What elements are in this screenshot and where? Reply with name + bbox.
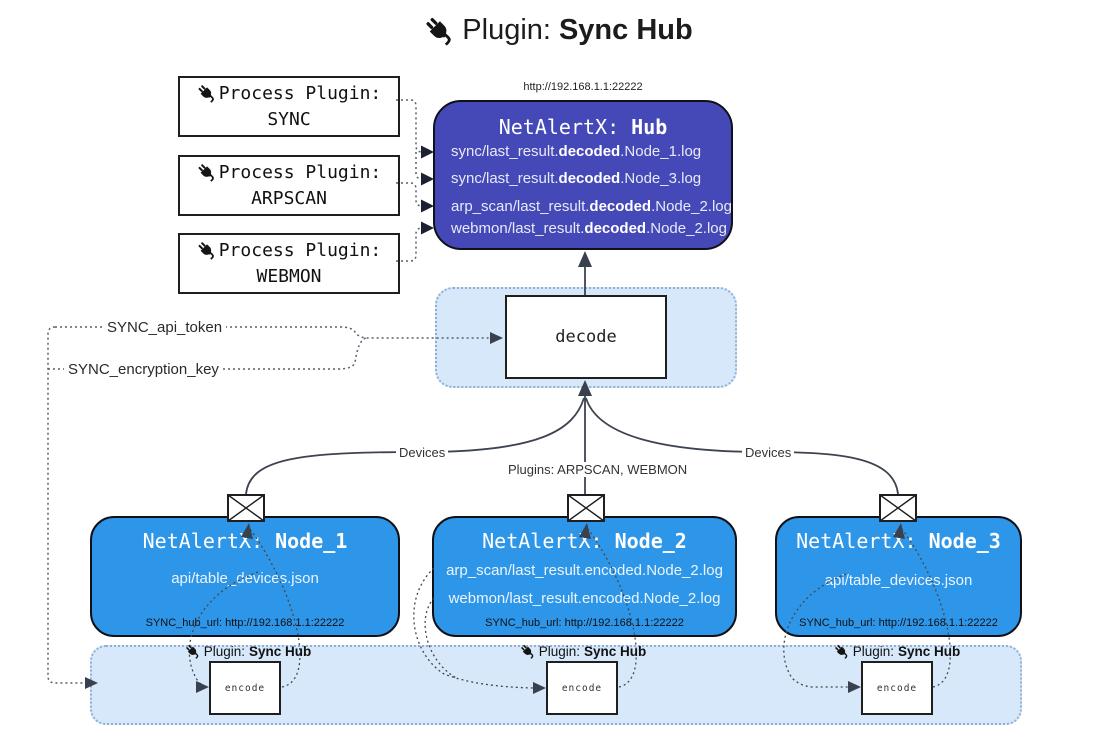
encode-label-bold: Sync Hub [584, 644, 647, 659]
node-hub-url: SYNC_hub_url: http://192.168.1.1:22222 [145, 617, 345, 629]
encode-label-bold: Sync Hub [898, 644, 961, 659]
file-pre: sync/last_result. [451, 170, 559, 187]
page-title: Plugin: Sync Hub [0, 14, 1117, 47]
node-1-box: NetAlertX: Node_1 api/table_devices.json… [90, 516, 400, 637]
page-title-bold: Sync Hub [558, 14, 693, 46]
node-title-bold: Node_3 [928, 529, 1001, 553]
node-file: api/table_devices.json [171, 570, 319, 587]
process-plugin-name: SYNC [267, 108, 311, 130]
file-post: .Node_3.log [620, 170, 702, 187]
process-plugin-name: ARPSCAN [251, 187, 327, 209]
sync-api-token-label: SYNC_api_token [103, 319, 227, 336]
hub-file-row: webmon/last_result.decoded.Node_2.log [451, 220, 727, 237]
plug-icon [519, 644, 535, 659]
plug-icon [196, 84, 216, 103]
process-plugin-box-arpscan: Process Plugin: ARPSCAN [178, 155, 400, 216]
process-plugin-label: Process Plugin: [218, 161, 382, 183]
file-bold: decoded [558, 143, 621, 160]
envelope-icon [227, 494, 265, 522]
node-title: NetAlertX: Node_1 [92, 529, 398, 553]
encode-group-label: Plugin: Sync Hub [168, 644, 328, 659]
hub-box: NetAlertX: Hub sync/last_result.decoded.… [433, 100, 733, 250]
encode-label-prefix: Plugin: [203, 644, 245, 659]
sync-encryption-key-label: SYNC_encryption_key [64, 361, 223, 378]
plug-icon [833, 644, 849, 659]
encode-label-prefix: Plugin: [852, 644, 894, 659]
node-title-prefix: NetAlertX: [482, 529, 615, 553]
encode-box: encode [861, 661, 933, 715]
node-title: NetAlertX: Node_2 [434, 529, 735, 553]
envelope-icon [879, 494, 917, 522]
node-hub-url: SYNC_hub_url: http://192.168.1.1:22222 [799, 617, 998, 629]
file-pre: sync/last_result. [451, 143, 559, 160]
plugin-to-hub-connectors [396, 99, 434, 262]
file-post: .Node_2.log [651, 198, 732, 215]
node-title-prefix: NetAlertX: [142, 529, 276, 553]
process-plugin-header: Process Plugin: [196, 160, 382, 186]
encode-group-label: Plugin: Sync Hub [503, 644, 663, 659]
encode-group-label: Plugin: Sync Hub [817, 644, 977, 659]
edge-label-devices-right: Devices [742, 445, 795, 460]
encode-box: encode [546, 661, 618, 715]
node-hub-url: SYNC_hub_url: http://192.168.1.1:22222 [485, 617, 684, 629]
hub-title-prefix: NetAlertX: [498, 115, 632, 139]
plug-icon [196, 241, 216, 260]
process-plugin-label: Process Plugin: [218, 239, 382, 261]
node-file: webmon/last_result.encoded.Node_2.log [448, 590, 721, 607]
node-title-prefix: NetAlertX: [796, 529, 929, 553]
process-plugin-box-webmon: Process Plugin: WEBMON [178, 233, 400, 294]
file-post: .Node_2.log [646, 220, 727, 237]
node-2-box: NetAlertX: Node_2 arp_scan/last_result.e… [432, 516, 737, 637]
encode-box: encode [209, 661, 281, 715]
hub-file-row: arp_scan/last_result.decoded.Node_2.log [451, 198, 732, 215]
process-plugin-name: WEBMON [256, 265, 322, 287]
file-post: .Node_1.log [620, 143, 702, 160]
node-file: arp_scan/last_result.encoded.Node_2.log [446, 562, 723, 579]
hub-title: NetAlertX: Hub [435, 115, 731, 139]
hub-url: http://192.168.1.1:22222 [523, 81, 643, 93]
process-plugin-header: Process Plugin: [196, 81, 382, 107]
plug-icon [196, 163, 216, 182]
envelope-icon [567, 494, 605, 522]
page-title-prefix: Plugin: [462, 14, 551, 46]
node-title: NetAlertX: Node_3 [777, 529, 1020, 553]
node-title-bold: Node_1 [275, 529, 348, 553]
encode-label-bold: Sync Hub [249, 644, 312, 659]
plug-icon [184, 644, 200, 659]
node-file: api/table_devices.json [824, 572, 973, 589]
file-pre: arp_scan/last_result. [451, 198, 590, 215]
hub-file-row: sync/last_result.decoded.Node_1.log [451, 143, 727, 160]
node-title-bold: Node_2 [614, 529, 687, 553]
node-3-box: NetAlertX: Node_3 api/table_devices.json… [775, 516, 1022, 637]
file-pre: webmon/last_result. [451, 220, 585, 237]
process-plugin-label: Process Plugin: [218, 82, 382, 104]
file-bold: decoded [558, 170, 621, 187]
process-plugin-box-sync: Process Plugin: SYNC [178, 76, 400, 137]
hub-file-row: sync/last_result.decoded.Node_3.log [451, 170, 727, 187]
edge-label-plugins: Plugins: ARPSCAN, WEBMON [505, 462, 691, 477]
edge-label-devices-left: Devices [396, 445, 449, 460]
file-bold: decoded [584, 220, 647, 237]
decode-box: decode [505, 295, 667, 379]
encode-label-prefix: Plugin: [538, 644, 580, 659]
file-bold: decoded [589, 198, 652, 215]
process-plugin-header: Process Plugin: [196, 238, 382, 264]
hub-title-bold: Hub [631, 115, 668, 139]
plug-icon [424, 15, 455, 46]
